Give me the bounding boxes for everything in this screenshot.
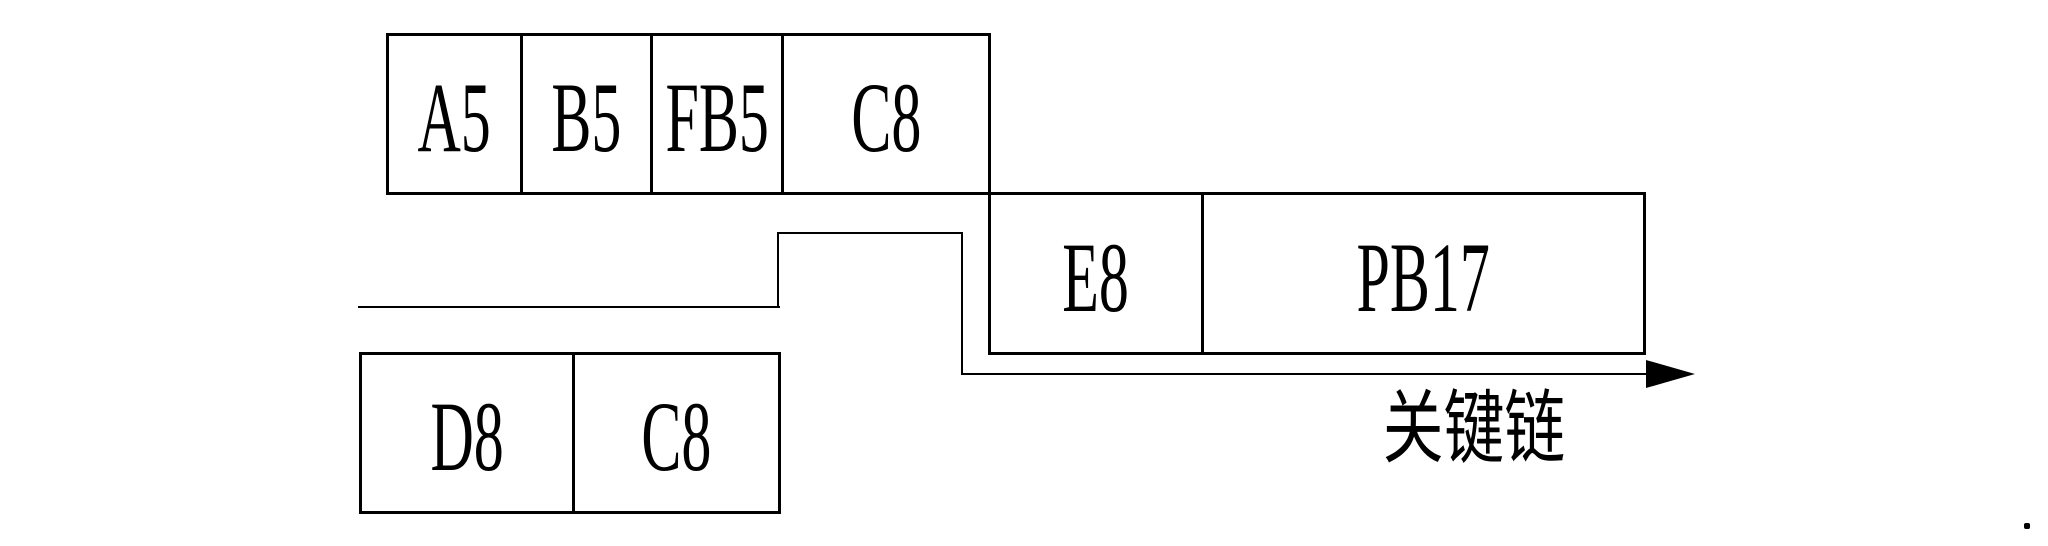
task-row-top: A5 B5 FB5 C8: [386, 33, 991, 195]
task-label-a5: A5: [417, 62, 492, 173]
task-row-bottom: D8 C8: [359, 352, 781, 514]
chain-line-segment-left-horizontal: [358, 306, 780, 308]
task-label-b5: B5: [551, 62, 622, 173]
task-label-d8: D8: [430, 381, 504, 492]
task-box-a5: A5: [389, 36, 520, 192]
task-box-c8-bottom: C8: [572, 355, 778, 511]
task-box-b5: B5: [520, 36, 650, 192]
task-label-e8: E8: [1062, 221, 1130, 333]
chain-line-segment-step-down: [961, 232, 963, 375]
task-label-pb17: PB17: [1356, 221, 1491, 333]
task-box-d8: D8: [362, 355, 572, 511]
critical-chain-caption: 关键链: [1382, 386, 1566, 474]
stray-dot-mark: [2024, 523, 2030, 529]
task-row-middle: E8 PB17: [988, 192, 1646, 355]
task-box-c8-top: C8: [781, 36, 988, 192]
task-label-c8-bottom: C8: [641, 381, 712, 492]
chain-line-segment-step-up: [777, 232, 779, 308]
task-box-pb17: PB17: [1201, 195, 1643, 352]
task-box-e8: E8: [991, 195, 1201, 352]
chain-line-segment-arrow-shaft: [961, 373, 1650, 375]
chain-line-segment-upper-horizontal: [777, 232, 963, 234]
task-label-fb5: FB5: [665, 62, 769, 173]
task-box-fb5: FB5: [650, 36, 781, 192]
arrowhead-icon: [1646, 360, 1695, 388]
task-label-c8-top: C8: [850, 62, 922, 173]
